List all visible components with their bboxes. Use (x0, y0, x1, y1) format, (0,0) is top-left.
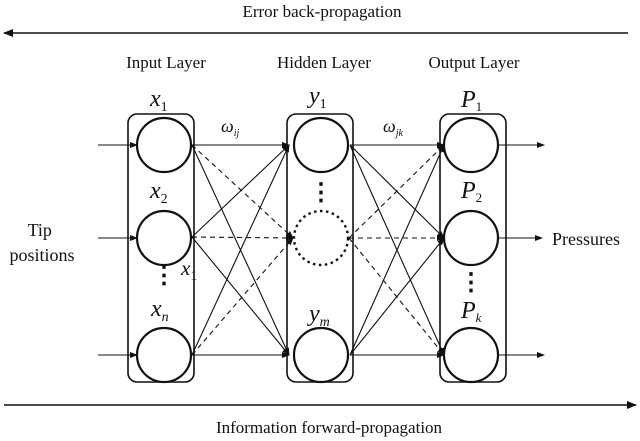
label-x1: x1 (149, 86, 168, 115)
forward-propagation-label: Information forward-propagation (216, 418, 443, 437)
input-layer-title: Input Layer (126, 53, 206, 72)
output-node-1 (442, 116, 500, 174)
label-p2: P2 (460, 178, 482, 205)
hidden-ellipsis: ⋮ (309, 180, 333, 206)
hidden-node-1 (292, 116, 350, 174)
output-arrows (498, 142, 545, 358)
hidden-node-dotted (292, 209, 350, 267)
input-node-n (135, 326, 193, 384)
label-p1: P1 (460, 87, 482, 114)
input-hidden-solid-connections (191, 142, 290, 358)
hidden-node-m (292, 326, 350, 384)
output-ellipsis: ⋮ (459, 270, 483, 296)
input-hidden-dashed-connections (191, 144, 294, 356)
weight-label-ij: ωij (221, 116, 239, 139)
output-node-2 (442, 209, 500, 267)
hidden-output-solid-connections (349, 142, 445, 358)
label-pk: Pk (460, 298, 482, 325)
output-layer-title: Output Layer (428, 53, 519, 72)
output-node-k (442, 326, 500, 384)
back-propagation-label: Error back-propagation (242, 2, 402, 21)
label-y1: y1 (307, 83, 327, 112)
hidden-output-dashed-connections (348, 144, 445, 356)
hidden-layer-title: Hidden Layer (277, 53, 371, 72)
outputs-label: Pressures (552, 229, 620, 249)
input-arrows (98, 142, 138, 358)
inputs-label: Tip positions (9, 220, 74, 265)
label-x2: x2 (149, 178, 168, 207)
label-ym: ym (307, 301, 330, 330)
label-xn: xn (150, 296, 169, 325)
input-node-2 (135, 209, 193, 267)
input-node-1 (135, 116, 193, 174)
weight-label-jk: ωjk (383, 116, 403, 139)
input-ellipsis: ⋮ (152, 263, 176, 289)
label-x1-extra: x1 (180, 256, 197, 284)
